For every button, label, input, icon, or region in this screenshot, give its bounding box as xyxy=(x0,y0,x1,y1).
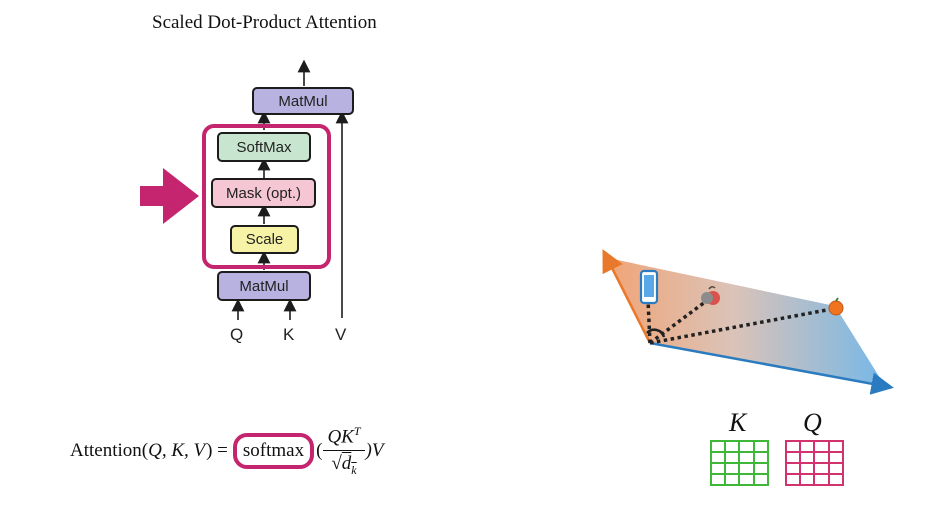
orange-axis xyxy=(602,249,652,344)
formula-fraction: QKT √dk xyxy=(323,424,365,478)
softmax-highlight: softmax xyxy=(232,433,315,470)
formula-lhs: Attention( xyxy=(70,440,149,462)
formula-close-eq: ) = xyxy=(206,440,228,462)
formula-denominator: √dk xyxy=(331,453,357,478)
arrow-right-icon xyxy=(140,168,199,224)
matmul-bottom-block: MatMul xyxy=(217,271,311,301)
blue-axis xyxy=(649,341,894,395)
apple-vector xyxy=(648,300,707,345)
diagram-title: Scaled Dot-Product Attention xyxy=(152,12,377,33)
softmax-block: SoftMax xyxy=(217,132,311,162)
formula-numerator: QKT xyxy=(323,424,365,452)
input-v-label: V xyxy=(335,325,347,344)
formula-softmax: softmax xyxy=(242,440,305,462)
input-k-label: K xyxy=(283,325,295,344)
attention-formula: Attention( Q, K, V ) = softmax ( QKT √dk… xyxy=(70,424,383,478)
formula-args: Q, K, V xyxy=(148,440,206,462)
orange-icon xyxy=(828,297,844,316)
formula-tail: )V xyxy=(365,440,384,462)
phone-icon xyxy=(639,269,659,305)
apple-icon xyxy=(701,285,720,305)
embedding-plane xyxy=(608,258,885,386)
q-matrix-label: Q xyxy=(803,408,822,437)
k-matrix xyxy=(710,440,769,486)
orange-vector xyxy=(649,307,833,345)
scale-block: Scale xyxy=(230,225,299,254)
angle-arc xyxy=(646,328,666,338)
highlight-frame xyxy=(202,124,331,269)
phone-vector xyxy=(646,299,652,344)
input-q-label: Q xyxy=(230,325,244,344)
mask-block: Mask (opt.) xyxy=(211,178,316,208)
k-matrix-label: K xyxy=(729,408,747,437)
formula-open-paren: ( xyxy=(316,440,323,462)
q-matrix xyxy=(785,440,844,486)
matmul-top-block: MatMul xyxy=(252,87,354,115)
